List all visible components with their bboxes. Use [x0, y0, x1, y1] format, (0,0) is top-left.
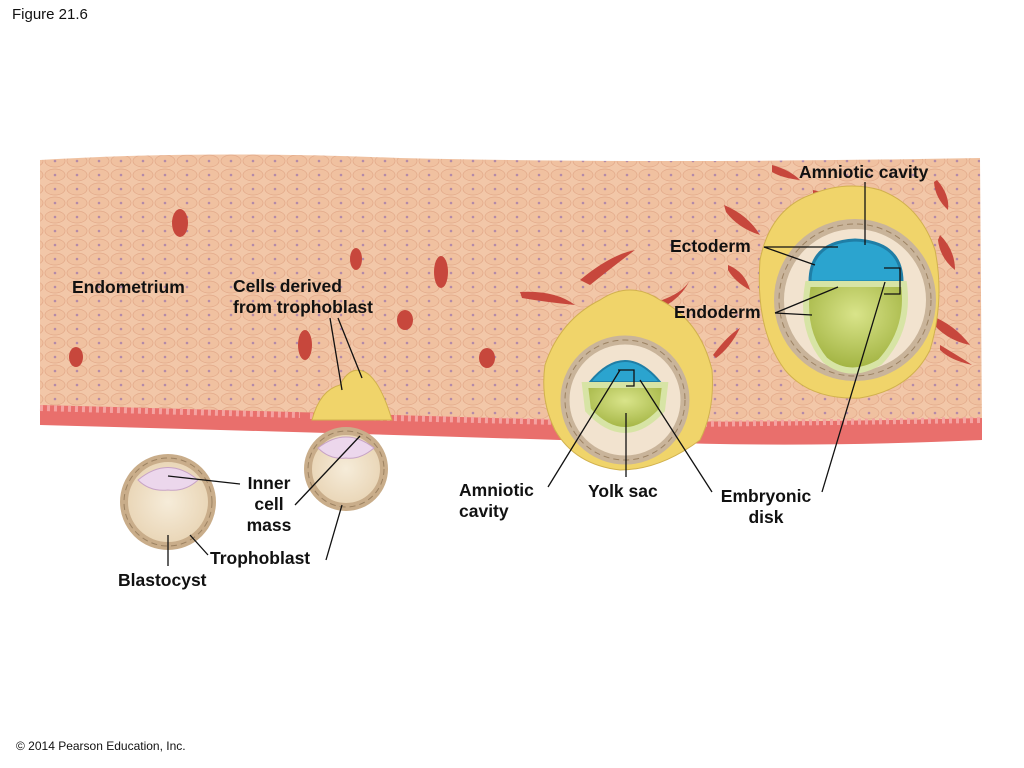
embryo-late — [758, 185, 940, 399]
label-blastocyst: Blastocyst — [118, 570, 207, 590]
blastocyst-free — [120, 454, 216, 550]
blood-vessels — [69, 165, 972, 368]
label-cells-derived: Cells derived from trophoblast — [233, 276, 373, 318]
label-inner-cell-mass-line1: Inner — [247, 473, 291, 493]
label-amniotic-cavity: Amniotic cavity — [459, 480, 534, 522]
label-yolk-sac: Yolk sac — [588, 481, 658, 501]
label-endometrium: Endometrium — [72, 277, 185, 297]
blastocyst-implanting — [304, 369, 393, 511]
label-cells-derived-line1: Cells derived — [233, 276, 342, 296]
label-trophoblast: Trophoblast — [210, 548, 311, 568]
label-amniotic-cavity-line1: Amniotic — [459, 480, 534, 500]
copyright-notice: © 2014 Pearson Education, Inc. — [16, 739, 186, 753]
label-amniotic-cavity-top: Amniotic cavity — [799, 162, 929, 182]
label-inner-cell-mass-line3: mass — [246, 515, 292, 535]
uterine-epithelium — [39, 405, 983, 445]
figure-label: Figure 21.6 — [12, 6, 88, 23]
label-embryonic-disk: Embryonic disk — [712, 486, 820, 528]
label-embryonic-disk-line2: disk — [748, 507, 784, 527]
label-cells-derived-line2: from trophoblast — [233, 297, 373, 317]
embryo-early — [543, 289, 713, 471]
label-amniotic-cavity-line2: cavity — [459, 501, 509, 521]
label-ectoderm: Ectoderm — [670, 236, 751, 256]
leader-lines — [167, 182, 901, 566]
label-inner-cell-mass-line2: cell — [254, 494, 284, 514]
label-endoderm: Endoderm — [674, 302, 761, 322]
label-inner-cell-mass: Inner cell mass — [240, 473, 298, 536]
label-embryonic-disk-line1: Embryonic — [720, 486, 812, 506]
